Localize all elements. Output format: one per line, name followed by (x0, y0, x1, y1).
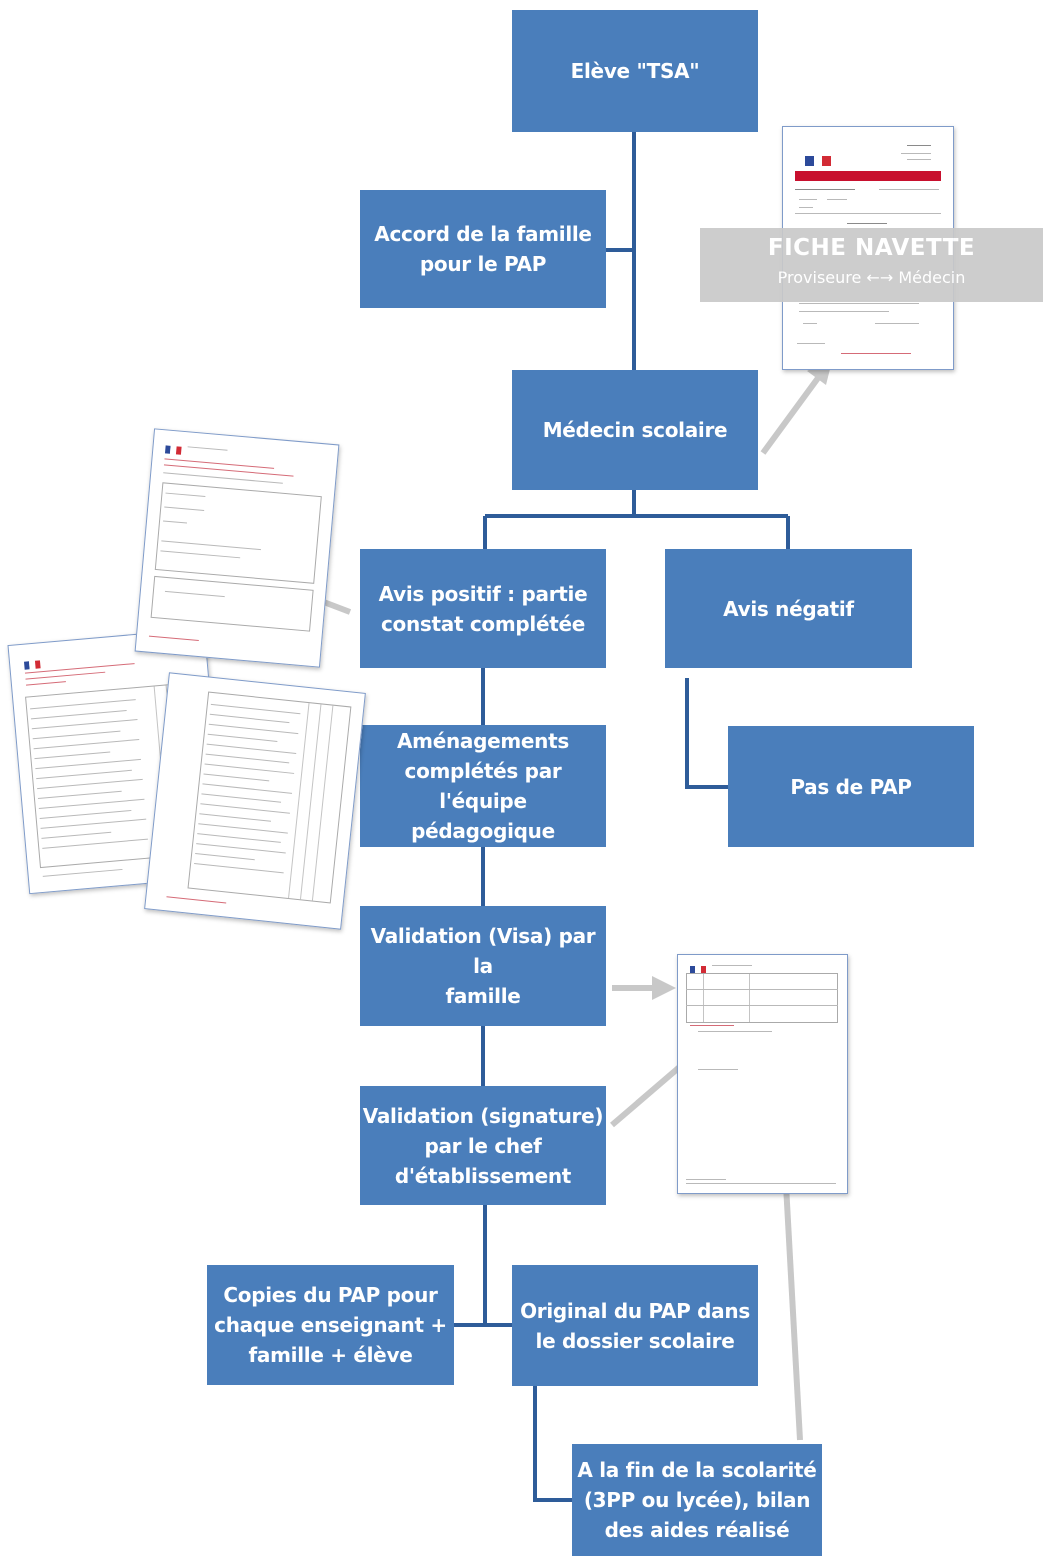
connector-negatif-pas-de-pap (685, 678, 728, 789)
red-header-bar (795, 171, 941, 181)
french-flag-icon (805, 153, 831, 166)
node-validation-signature: Validation (signature) par le chef d'éta… (360, 1086, 606, 1205)
avis-form-document (134, 428, 340, 668)
node-avis-negatif: Avis négatif (665, 549, 912, 668)
connector-original-fin (533, 1386, 572, 1502)
avis-form-box (150, 575, 314, 632)
tree-connectors (454, 132, 790, 1502)
arrow-visa-doc-head (652, 976, 676, 1000)
fiche-navette-banner: FICHE NAVETTE Proviseure ←→ Médecin (700, 228, 1043, 302)
node-validation-visa: Validation (Visa) par la famille (360, 906, 606, 1026)
node-original-pap: Original du PAP dans le dossier scolaire (512, 1265, 758, 1386)
node-pas-de-pap: Pas de PAP (728, 726, 974, 847)
logo-icon (164, 440, 182, 455)
node-medecin-scolaire: Médecin scolaire (512, 370, 758, 490)
avis-form-grid (154, 482, 322, 584)
fiche-navette-title: FICHE NAVETTE (767, 235, 976, 261)
arrow-medecin-fiche (760, 376, 821, 455)
validation-table (686, 973, 838, 1023)
node-eleve-tsa: Elève "TSA" (512, 10, 758, 132)
node-amenagements: Aménagements complétés par l'équipe péda… (360, 725, 606, 847)
node-fin-scolarite: A la fin de la scolarité (3PP ou lycée),… (572, 1444, 822, 1556)
validation-document (677, 954, 848, 1194)
pap-page-right (144, 672, 366, 930)
fiche-navette-subtitle: Proviseure ←→ Médecin (777, 268, 966, 287)
logo-icon (23, 655, 41, 670)
node-avis-positif: Avis positif : partie constat complétée (360, 549, 606, 668)
logo-icon (690, 961, 706, 974)
node-copies-pap: Copies du PAP pour chaque enseignant + f… (207, 1265, 454, 1385)
node-accord-famille: Accord de la famille pour le PAP (360, 190, 606, 308)
